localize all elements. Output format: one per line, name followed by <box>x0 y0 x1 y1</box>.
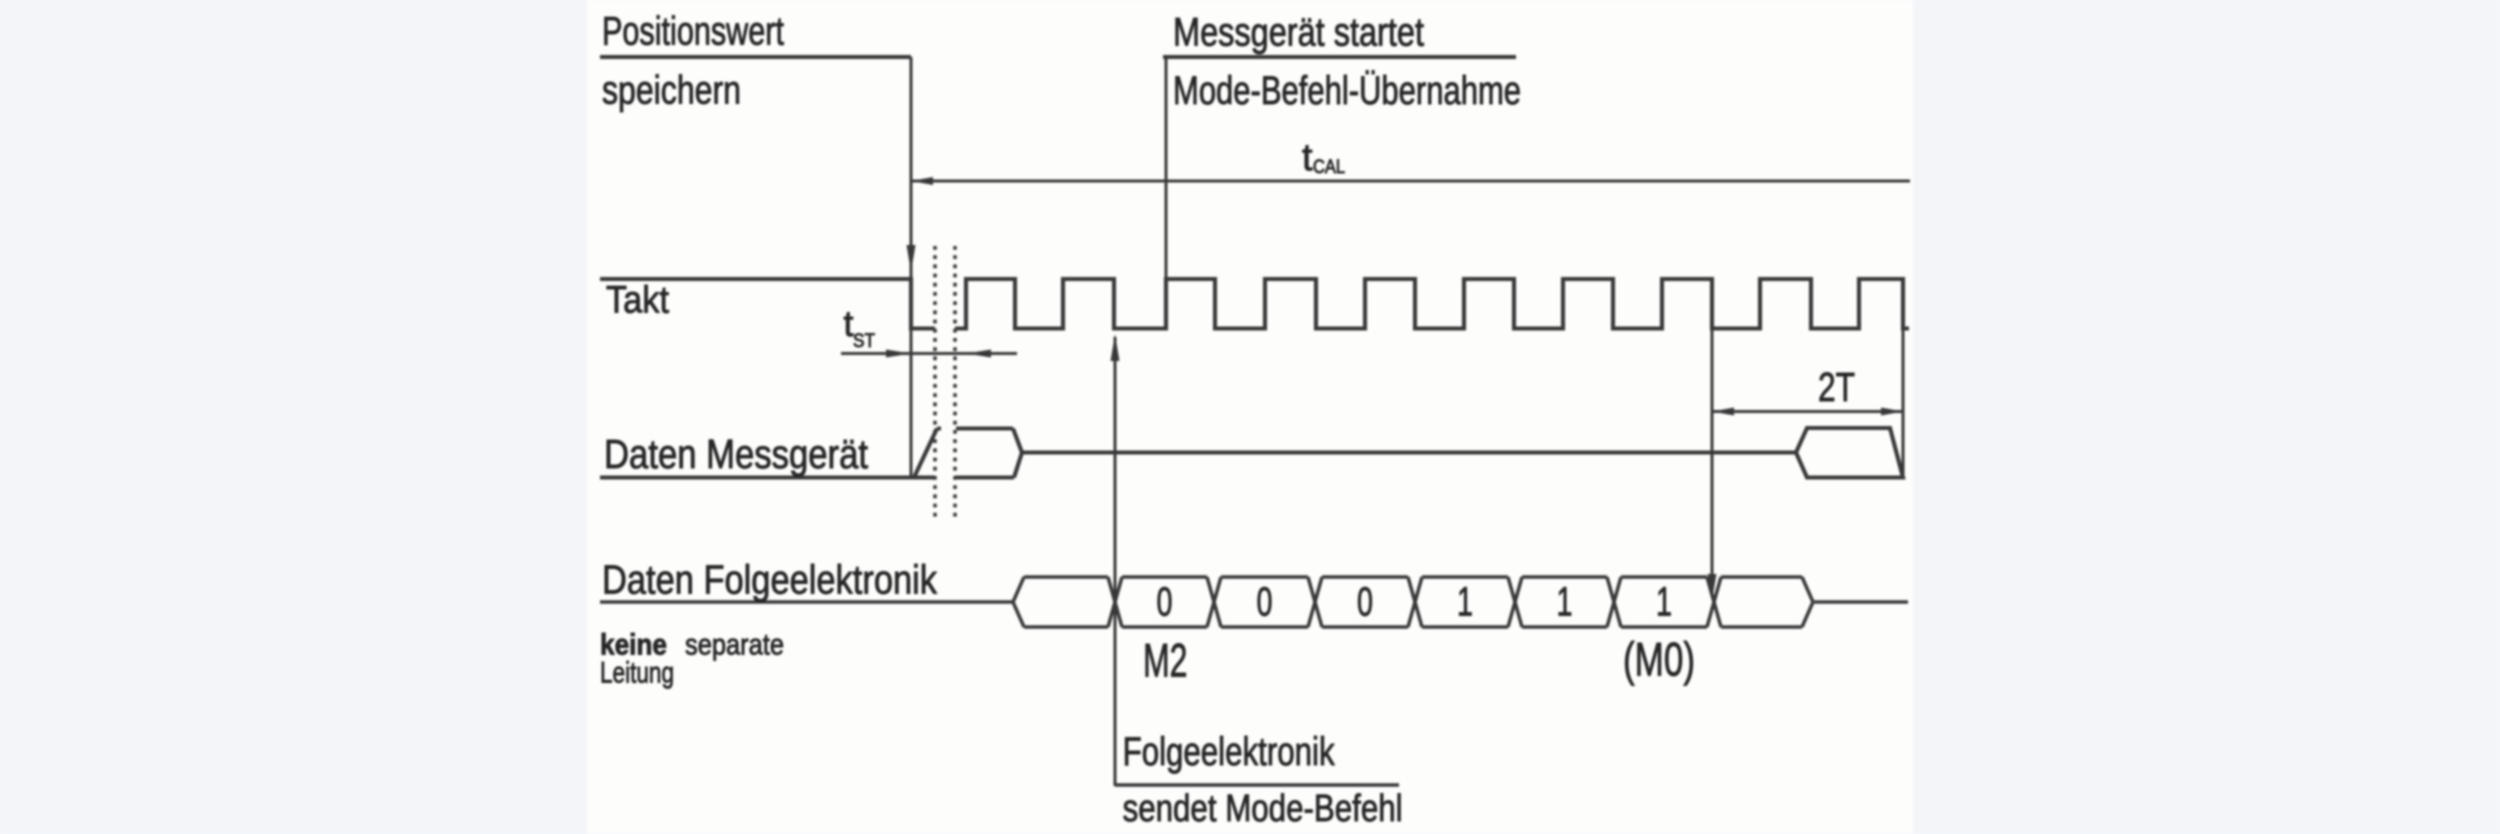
svg-text:Daten Messgerät: Daten Messgerät <box>604 431 869 477</box>
svg-text:Mode-Befehl-Übernahme: Mode-Befehl-Übernahme <box>1173 69 1521 113</box>
svg-text:2T: 2T <box>1818 364 1855 410</box>
svg-text:M2: M2 <box>1143 634 1188 687</box>
svg-text:1: 1 <box>1457 579 1473 625</box>
svg-text:0: 0 <box>1257 579 1273 625</box>
svg-text:t: t <box>844 303 854 344</box>
svg-text:keine: keine <box>600 628 667 661</box>
svg-text:Takt: Takt <box>606 280 669 322</box>
svg-text:Leitung: Leitung <box>600 657 674 690</box>
svg-text:(M0): (M0) <box>1623 633 1695 686</box>
svg-text:Messgerät startet: Messgerät startet <box>1173 10 1424 54</box>
svg-text:Positionswert: Positionswert <box>602 10 784 54</box>
svg-text:0: 0 <box>1357 579 1373 625</box>
svg-text:CAL: CAL <box>1313 157 1345 178</box>
svg-text:Folgeelektronik: Folgeelektronik <box>1123 730 1336 774</box>
svg-text:ST: ST <box>853 331 875 352</box>
svg-text:speichern: speichern <box>602 69 741 113</box>
svg-text:1: 1 <box>1656 579 1672 625</box>
svg-text:separate: separate <box>685 628 784 661</box>
svg-text:0: 0 <box>1157 579 1173 625</box>
svg-text:sendet Mode-Befehl: sendet Mode-Befehl <box>1123 788 1403 830</box>
svg-text:1: 1 <box>1557 579 1573 625</box>
svg-text:Daten Folgeelektronik: Daten Folgeelektronik <box>602 557 937 603</box>
svg-text:t: t <box>1302 137 1313 179</box>
